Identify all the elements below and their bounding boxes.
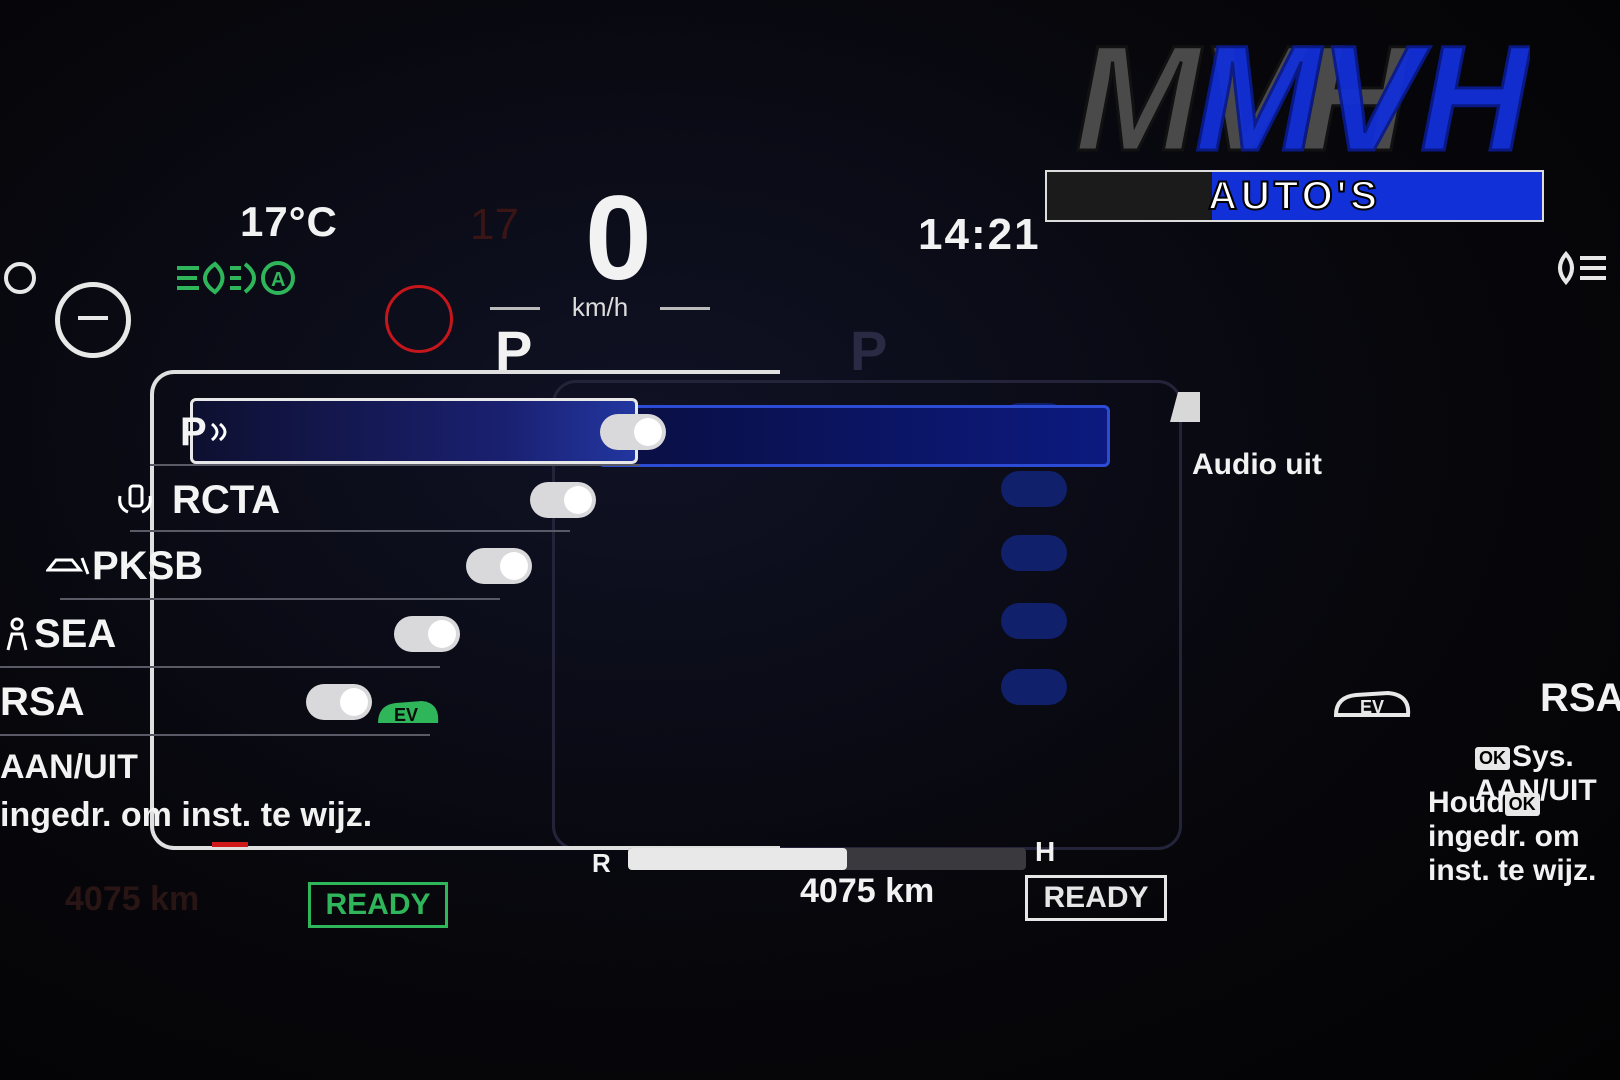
odometer: 4075 km (800, 872, 935, 910)
audio-icon (1170, 392, 1200, 422)
speed-unit: km/h (490, 292, 710, 323)
settings-row-pksb[interactable]: PKSB (0, 532, 600, 596)
ev-mode-icon: EV (1333, 690, 1411, 717)
toggle-pksb[interactable] (466, 548, 532, 584)
parking-sensor-icon (211, 422, 227, 442)
gauge-label-h: H (1035, 836, 1056, 867)
warning-ring-icon (385, 285, 453, 353)
ghost-odometer-reflection: 4075 km (65, 880, 200, 918)
ready-indicator-green: READY (308, 882, 448, 928)
assist-status-icon (4, 262, 36, 294)
auto-high-beam-icon: A (177, 261, 295, 295)
row-divider (150, 464, 640, 466)
ev-mode-icon: EV (378, 701, 439, 725)
safe-exit-assist-icon (6, 617, 28, 651)
svg-text:MVH: MVH (1195, 28, 1530, 158)
ok-button-icon: OK (1504, 792, 1540, 816)
row-divider (0, 734, 430, 736)
power-gauge-fill (628, 848, 847, 870)
row-divider (0, 666, 440, 668)
right-rsa-label: RSA (1540, 676, 1620, 720)
settings-row-sea[interactable]: SEA (0, 600, 520, 664)
row-divider (130, 530, 570, 532)
logo-subtitle: AUTO'S (1207, 173, 1381, 219)
mvh-logo-letters: MVH MVH (1075, 28, 1530, 158)
toggle-parking[interactable] (600, 414, 666, 450)
headlight-icon (1558, 250, 1606, 286)
mvh-logo-bar: AUTO'S (1045, 170, 1544, 222)
ready-indicator: READY (1025, 875, 1167, 921)
clock: 14:21 (918, 210, 1041, 259)
outside-temperature: 17°C (240, 198, 338, 245)
ghost-selected-row (598, 405, 1110, 467)
settings-row-parking[interactable]: P (0, 398, 666, 462)
row-label: PKSB (92, 544, 204, 588)
toggle-sea[interactable] (394, 616, 460, 652)
row-divider (60, 598, 500, 600)
toggle-rcta[interactable] (530, 482, 596, 518)
settings-row-rsa[interactable]: RSA (0, 668, 460, 732)
ghost-reflection: 17 (470, 200, 519, 249)
selected-row-highlight[interactable] (190, 398, 638, 464)
toggle-rsa[interactable] (306, 684, 372, 720)
ok-button-icon: OK (1475, 746, 1510, 770)
row-label: RCTA (172, 478, 281, 522)
svg-text:EV: EV (1360, 697, 1384, 717)
panel-footer-hold-hint: ingedr. om inst. te wijz. (0, 796, 373, 834)
parking-brake-support-icon (46, 557, 90, 575)
speed-readout: 0 (585, 171, 652, 305)
row-label: P (180, 410, 207, 454)
panel-footer-toggle-hint: AAN/UIT (0, 748, 138, 786)
row-label: RSA (0, 680, 85, 724)
audio-status: Audio uit (1192, 448, 1322, 481)
rear-cross-traffic-icon (118, 484, 152, 514)
svg-text:MVH: MVH (1075, 28, 1411, 158)
row-label: SEA (34, 612, 117, 656)
lane-assist-icon (55, 282, 131, 358)
settings-row-rcta[interactable]: RCTA (0, 466, 640, 530)
svg-text:EV: EV (394, 705, 418, 725)
power-gauge (628, 848, 1026, 870)
gauge-label-r: R (592, 848, 611, 878)
svg-text:A: A (271, 269, 285, 291)
warning-mark (212, 842, 248, 847)
driver-assist-settings-panel (150, 370, 780, 850)
ghost-gear-reflection: P (850, 319, 888, 382)
